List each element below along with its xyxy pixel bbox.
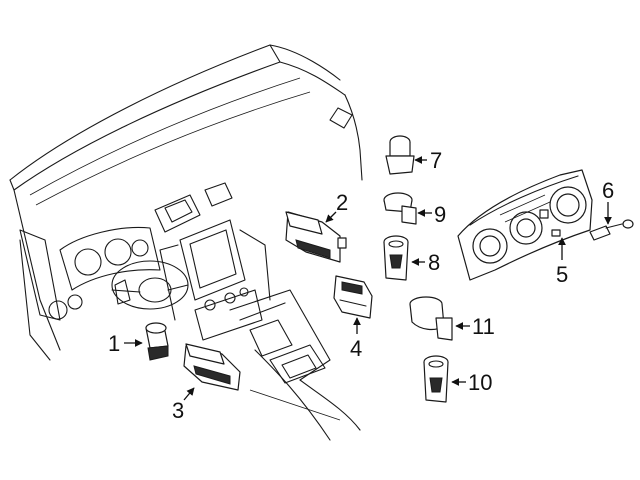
callout-8: 8 <box>428 250 440 275</box>
part-1-switch <box>124 322 169 361</box>
part-7-push-switch <box>385 135 427 175</box>
callout-11: 11 <box>472 314 495 339</box>
part-10-socket <box>423 355 466 403</box>
part-8-socket <box>383 235 425 281</box>
part-5-climate-panel <box>457 169 593 281</box>
callout-5: 5 <box>556 262 568 287</box>
callout-6: 6 <box>602 178 614 203</box>
part-2-switch-module <box>285 211 347 263</box>
callout-3: 3 <box>172 398 184 423</box>
callout-4: 4 <box>350 336 362 361</box>
callout-10: 10 <box>468 370 492 395</box>
part-4-switch <box>333 275 373 334</box>
part-11-connector <box>409 296 470 341</box>
callout-2: 2 <box>336 190 348 215</box>
part-9-connector <box>383 192 432 225</box>
callout-7: 7 <box>430 148 442 173</box>
callout-9: 9 <box>434 202 446 227</box>
part-3-switch-module <box>183 343 241 401</box>
callout-1: 1 <box>108 331 120 356</box>
dashboard-drawing <box>9 44 363 441</box>
part-6-bulb <box>589 202 634 241</box>
callout-labels: 1 2 3 4 5 6 7 8 9 10 11 <box>108 148 614 423</box>
